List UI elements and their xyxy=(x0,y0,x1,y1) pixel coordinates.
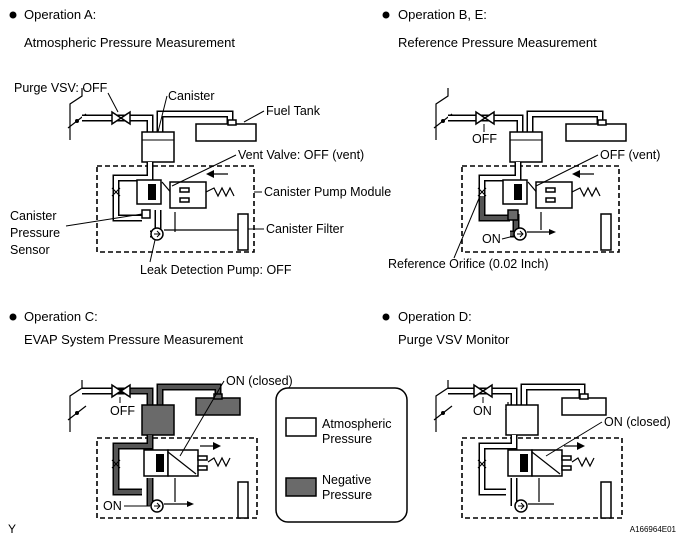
canister-filter xyxy=(237,213,249,251)
label-purge-vsv: Purge VSV: OFF xyxy=(14,81,108,95)
panel-c-heading: Operation C: xyxy=(24,309,98,324)
label-canister: Canister xyxy=(168,89,215,103)
reference-orifice-icon xyxy=(477,187,487,197)
legend-atmospheric-1: Atmospheric xyxy=(322,417,391,431)
label-pump-module: Canister Pump Module xyxy=(264,185,391,199)
legend-swatch-atmospheric xyxy=(285,417,317,437)
panel-a-heading: Operation A: xyxy=(24,7,96,22)
reference-orifice-icon xyxy=(477,459,487,469)
legend-atmospheric-2: Pressure xyxy=(322,432,372,446)
vent-valve-solenoid xyxy=(169,181,207,209)
label-reference-orifice: Reference Orifice (0.02 Inch) xyxy=(388,257,549,271)
label-vent-off: OFF (vent) xyxy=(600,148,660,162)
panel-d-heading: Operation D: xyxy=(398,309,472,324)
label-vsv-on: ON xyxy=(473,404,492,418)
panel-operation-d: Operation D: Purge VSV Monitor xyxy=(382,309,671,519)
canister-pump-module xyxy=(461,165,620,253)
panel-operation-c: Operation C: EVAP System Pressure Measur… xyxy=(9,309,293,519)
canister xyxy=(509,131,543,163)
panel-c-title: EVAP System Pressure Measurement xyxy=(24,332,244,347)
canister-pump-module xyxy=(96,437,258,519)
label-vent-on-closed: ON (closed) xyxy=(604,415,671,429)
vent-valve-plunger xyxy=(148,184,156,200)
spring-icon xyxy=(571,456,595,468)
label-vent-on-closed: ON (closed) xyxy=(226,374,293,388)
panel-b-heading: Operation B, E: xyxy=(398,7,487,22)
canister xyxy=(505,404,539,436)
label-pressure-sensor-3: Sensor xyxy=(10,243,50,257)
fuel-tank xyxy=(195,397,241,416)
throttle-pivot-icon xyxy=(75,119,79,123)
pressure-sensor xyxy=(507,209,519,221)
label-vent-valve: Vent Valve: OFF (vent) xyxy=(238,148,364,162)
purge-vsv-icon xyxy=(111,383,123,399)
panel-operation-a: Operation A: Atmospheric Pressure Measur… xyxy=(9,7,391,277)
bullet-icon xyxy=(9,11,17,19)
spring-icon xyxy=(571,186,601,198)
panel-b-title: Reference Pressure Measurement xyxy=(398,35,597,50)
fuel-tank-cap-icon xyxy=(227,119,237,126)
label-pump-on: ON xyxy=(482,232,501,246)
purge-vsv-icon xyxy=(473,383,485,399)
legend-swatch-negative xyxy=(285,477,317,497)
reference-orifice-icon xyxy=(111,187,121,197)
label-pump-on: ON xyxy=(103,499,122,513)
canister-pump-module xyxy=(461,437,623,519)
canister xyxy=(141,131,175,163)
fuel-tank xyxy=(195,123,257,142)
vent-valve-solenoid xyxy=(535,181,573,209)
pressure-sensor xyxy=(141,209,151,219)
panel-a-title: Atmospheric Pressure Measurement xyxy=(24,35,235,50)
intake-line xyxy=(69,88,83,140)
spring-icon xyxy=(205,186,235,198)
legend: Atmospheric Pressure Negative Pressure xyxy=(275,387,408,523)
canister xyxy=(141,404,175,436)
canister-filter xyxy=(600,213,612,251)
panel-d-title: Purge VSV Monitor xyxy=(398,332,510,347)
figure-code: A166964E01 xyxy=(630,525,677,534)
canister-filter xyxy=(237,481,249,519)
panel-operation-b-e: Operation B, E: Reference Pressure Measu… xyxy=(382,7,660,271)
label-canister-filter: Canister Filter xyxy=(266,222,344,236)
reference-orifice-icon xyxy=(111,459,121,469)
label-leak-detection-pump: Leak Detection Pump: OFF xyxy=(140,263,292,277)
label-pressure-sensor-1: Canister xyxy=(10,209,57,223)
purge-vsv-icon xyxy=(475,110,487,126)
label-vsv-off: OFF xyxy=(472,132,497,146)
bullet-icon xyxy=(9,313,17,321)
legend-negative-1: Negative xyxy=(322,473,371,487)
label-fuel-tank: Fuel Tank xyxy=(266,104,321,118)
fuel-tank xyxy=(561,397,607,416)
bullet-icon xyxy=(382,313,390,321)
label-pressure-sensor-2: Pressure xyxy=(10,226,60,240)
bullet-icon xyxy=(382,11,390,19)
purge-vsv-icon xyxy=(111,110,123,126)
canister-pump-module xyxy=(96,165,255,253)
canister-filter xyxy=(600,481,612,519)
legend-negative-2: Pressure xyxy=(322,488,372,502)
label-vsv-off: OFF xyxy=(110,404,135,418)
coil-icon xyxy=(179,187,190,193)
corner-mark-left: Y xyxy=(8,522,16,536)
fuel-tank xyxy=(565,123,627,142)
spring-icon xyxy=(207,456,231,468)
